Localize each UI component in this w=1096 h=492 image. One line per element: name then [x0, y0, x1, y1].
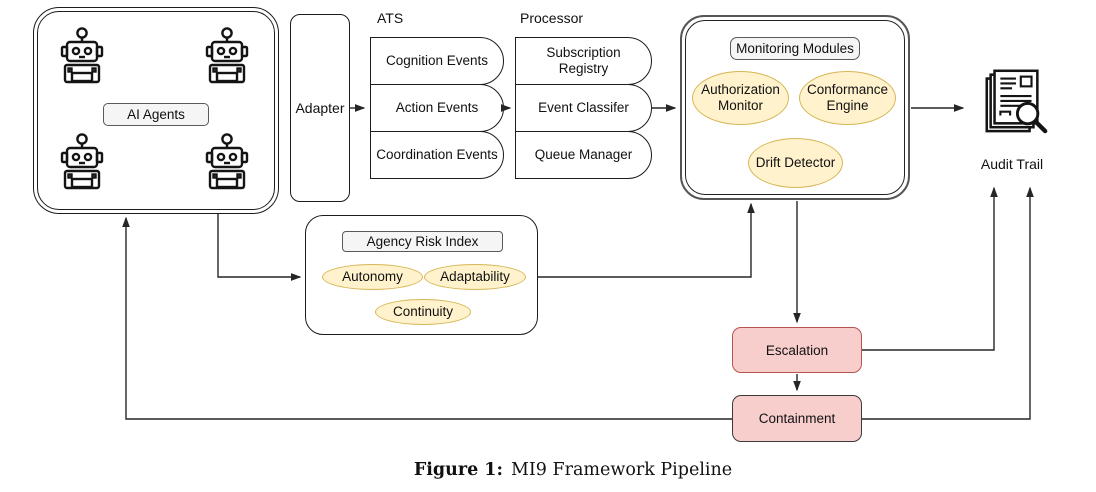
audit-trail-icon [985, 69, 1048, 134]
drift-detector-ellipse: Drift Detector [748, 138, 843, 188]
agency-risk-index-label: Agency Risk Index [342, 231, 503, 252]
audit-trail-label: Audit Trail [980, 156, 1044, 172]
edge-agents-to-risk [217, 214, 302, 281]
processor-item-event-classifer: Event Classifer [515, 84, 652, 132]
ats-item-cognition-events: Cognition Events [370, 37, 504, 85]
edge-escalation-to-audit [862, 186, 998, 351]
robot-icon [205, 27, 249, 84]
processor-item-queue-manager: Queue Manager [515, 131, 652, 179]
figure-caption: Figure 1: MI9 Framework Pipeline [0, 460, 1096, 480]
processor-item-subscription-registry: Subscription Registry [515, 37, 652, 85]
processor-title: Processor [520, 10, 584, 26]
robot-icon [60, 27, 104, 84]
edge-containment-to-audit [862, 186, 1034, 420]
autonomy-ellipse: Autonomy [322, 264, 423, 290]
adapter-box: Adapter [290, 14, 350, 202]
ats-title: ATS [377, 10, 404, 26]
authorization-monitor-ellipse: Authorization Monitor [692, 71, 789, 125]
escalation-box: Escalation [732, 327, 862, 373]
edge-risk-to-monitoring [538, 202, 755, 278]
robot-icon [205, 133, 249, 190]
continuity-ellipse: Continuity [375, 299, 471, 325]
figure-caption-text: MI9 Framework Pipeline [510, 460, 733, 480]
monitoring-modules-label: Monitoring Modules [730, 37, 860, 60]
ats-item-coordination-events: Coordination Events [370, 131, 504, 179]
adaptability-ellipse: Adaptability [424, 264, 526, 290]
containment-box: Containment [732, 395, 862, 442]
ai-agents-label: AI Agents [103, 103, 209, 126]
conformance-engine-ellipse: Conformance Engine [799, 71, 896, 125]
ats-item-action-events: Action Events [370, 84, 504, 132]
monitoring-modules-box-inner-border [685, 20, 905, 195]
robot-icon [60, 133, 104, 190]
figure-caption-prefix: Figure 1: [413, 460, 503, 480]
ai-agents-box-inner-border [37, 11, 275, 210]
